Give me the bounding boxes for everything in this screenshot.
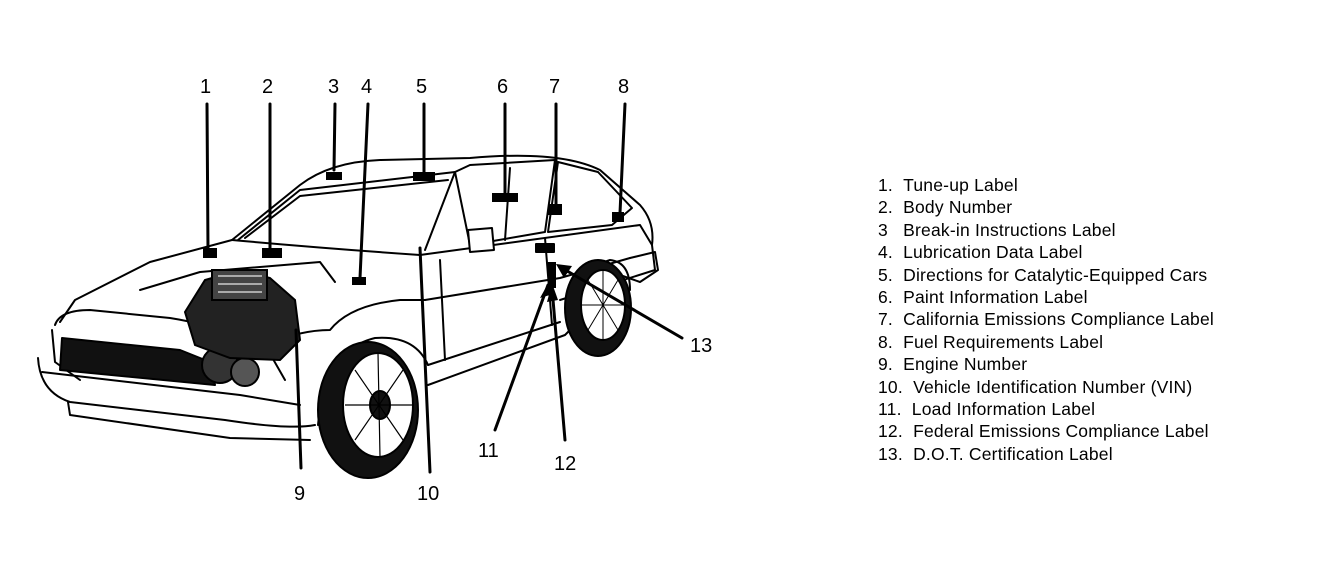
- legend-text: Lubrication Data Label: [903, 242, 1083, 263]
- leader-line-1: [205, 102, 210, 252]
- legend-list: 1. Tune-up Label 2. Body Number 3 Break-…: [878, 174, 1214, 465]
- callout-3: 3: [328, 76, 339, 98]
- engine-bay: [183, 268, 302, 362]
- legend-text: D.O.T. Certification Label: [913, 443, 1113, 464]
- callout-12: 12: [554, 453, 576, 475]
- legend-item: 12. Federal Emissions Compliance Label: [878, 420, 1214, 442]
- legend-text: Break-in Instructions Label: [903, 219, 1116, 240]
- front-wheel: [317, 341, 419, 479]
- legend-text: Directions for Catalytic-Equipped Cars: [903, 264, 1208, 285]
- legend-number: 8.: [878, 331, 893, 352]
- callout-7: 7: [549, 76, 560, 98]
- legend-text: Vehicle Identification Number (VIN): [913, 376, 1193, 397]
- leader-line-12: [550, 286, 567, 442]
- leader-line-11: [493, 283, 550, 432]
- legend-item: 5. Directions for Catalytic-Equipped Car…: [878, 264, 1214, 286]
- legend-text: Paint Information Label: [903, 287, 1088, 308]
- legend-number: 7.: [878, 309, 893, 330]
- legend-number: 13.: [878, 443, 903, 464]
- legend-number: 1.: [878, 175, 893, 195]
- callout-4: 4: [361, 76, 372, 98]
- legend-text: Fuel Requirements Label: [903, 331, 1104, 352]
- arrow-head-13: [556, 264, 572, 278]
- callout-5: 5: [416, 76, 427, 98]
- legend-number: 2.: [878, 197, 893, 218]
- legend-item: 13. D.O.T. Certification Label: [878, 443, 1214, 465]
- legend-item: 4. Lubrication Data Label: [878, 241, 1214, 263]
- legend-text: Tune-up Label: [903, 175, 1018, 195]
- legend-text: Body Number: [903, 197, 1013, 218]
- callout-9: 9: [294, 483, 305, 505]
- legend-item: 7. California Emissions Compliance Label: [878, 308, 1214, 330]
- callout-numbers: 1 2 3 4 5 6 7 8 9 10 11 12 13: [200, 76, 712, 505]
- callout-13: 13: [690, 335, 712, 357]
- legend-item: 3 Break-in Instructions Label: [878, 219, 1214, 241]
- legend-text: Load Information Label: [911, 399, 1096, 420]
- callout-8: 8: [618, 76, 629, 98]
- legend-number: 5.: [878, 264, 893, 285]
- leader-line-13: [560, 266, 684, 340]
- legend-item: 9. Engine Number: [878, 353, 1214, 375]
- legend-item: 6. Paint Information Label: [878, 286, 1214, 308]
- leader-line-9: [294, 328, 303, 470]
- legend-text: California Emissions Compliance Label: [903, 309, 1214, 330]
- legend-item: 10. Vehicle Identification Number (VIN): [878, 376, 1214, 398]
- legend-number: 9.: [878, 354, 893, 375]
- arrow-heads: [540, 264, 572, 302]
- legend-number: 4.: [878, 242, 893, 263]
- callout-6: 6: [497, 76, 508, 98]
- leader-line-8: [618, 102, 627, 215]
- legend-text: Federal Emissions Compliance Label: [913, 421, 1209, 442]
- arrow-head-12: [547, 283, 558, 302]
- legend-number: 12.: [878, 421, 903, 442]
- legend-item: 2. Body Number: [878, 196, 1214, 218]
- callout-11: 11: [478, 440, 499, 462]
- legend-item: 8. Fuel Requirements Label: [878, 331, 1214, 353]
- legend-number: 10.: [878, 376, 903, 397]
- legend-text: Engine Number: [903, 354, 1028, 375]
- callout-2: 2: [262, 76, 273, 98]
- legend-item: 1. Tune-up Label: [878, 174, 1214, 196]
- leader-lines: [205, 102, 684, 474]
- callout-10: 10: [417, 483, 439, 505]
- legend-item: 11. Load Information Label: [878, 398, 1214, 420]
- callout-1: 1: [200, 76, 211, 98]
- legend-number: 3: [878, 219, 888, 240]
- label-markers: [203, 172, 624, 288]
- leader-line-3: [332, 102, 337, 172]
- leader-line-10: [418, 246, 432, 474]
- leader-line-4: [358, 102, 370, 280]
- rear-wheel: [564, 259, 632, 357]
- legend-number: 11.: [878, 399, 902, 420]
- legend-number: 6.: [878, 287, 893, 308]
